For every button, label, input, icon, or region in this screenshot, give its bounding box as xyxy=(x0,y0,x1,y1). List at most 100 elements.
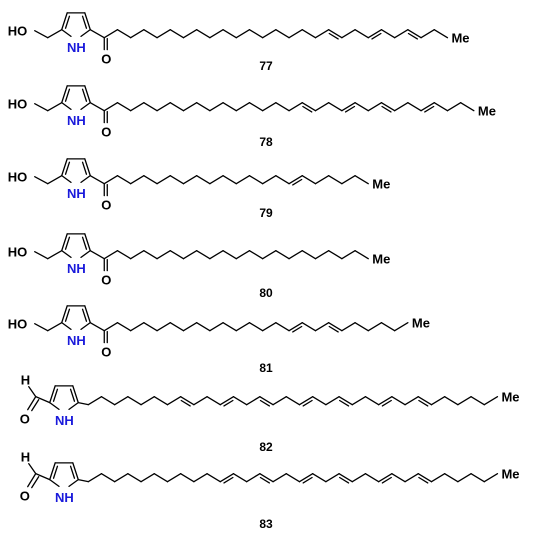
chain-bond xyxy=(444,395,459,406)
double-bond-inner xyxy=(52,388,59,402)
chain-bond xyxy=(338,472,353,483)
chain-bond xyxy=(182,101,198,112)
chain-bond xyxy=(417,395,433,406)
double-bond-inner xyxy=(180,399,191,407)
chain-bond xyxy=(288,101,303,112)
double-bond-inner xyxy=(328,325,339,333)
compound-number: 83 xyxy=(259,517,273,531)
chain-bond xyxy=(196,101,211,112)
chain-bond xyxy=(153,472,169,483)
chain-bond xyxy=(351,395,367,406)
chain-bond xyxy=(246,472,261,483)
nh-label: NH xyxy=(67,186,86,201)
chain-bond xyxy=(235,28,251,39)
chain-bond xyxy=(275,249,290,260)
o-label: O xyxy=(101,52,111,67)
ring-bond xyxy=(80,321,91,331)
chain-bond xyxy=(232,395,248,406)
chain-bond xyxy=(391,395,406,406)
ring-bond xyxy=(84,305,91,324)
chain-bond xyxy=(156,249,171,260)
ho-label: HO xyxy=(8,170,28,185)
bond xyxy=(35,395,51,404)
chain-bond xyxy=(222,101,237,112)
chain-bond xyxy=(87,472,103,483)
ring-bond xyxy=(61,321,72,331)
chain-bond xyxy=(367,101,383,112)
chain-bond xyxy=(288,174,303,185)
chain-bond xyxy=(328,28,343,39)
chain-bond xyxy=(100,472,116,483)
ring-bond xyxy=(80,249,91,259)
chain-bond xyxy=(314,321,330,332)
chain-bond xyxy=(380,321,396,332)
chain-bond xyxy=(103,321,119,332)
chain-bond xyxy=(196,174,211,185)
chain-bond xyxy=(206,472,221,483)
chain-bond xyxy=(354,174,369,185)
bond xyxy=(89,321,105,332)
h-label: H xyxy=(21,450,30,465)
chain-bond xyxy=(314,174,330,185)
chain-bond xyxy=(140,472,155,483)
compound-number: 78 xyxy=(259,135,273,149)
chain-bond xyxy=(354,101,369,112)
bond xyxy=(34,250,49,260)
chain-bond xyxy=(272,472,287,483)
compound-number: 80 xyxy=(259,286,273,300)
chain-bond xyxy=(314,28,330,39)
chain-bond xyxy=(444,472,459,483)
chain-bond xyxy=(103,28,119,39)
ring-bond xyxy=(84,158,91,177)
chain-bond xyxy=(433,101,449,112)
me-label: Me xyxy=(478,104,496,119)
chain-bond xyxy=(103,101,119,112)
chain-bond xyxy=(262,249,277,260)
bond xyxy=(27,395,37,411)
ho-label: HO xyxy=(8,97,28,112)
chain-bond xyxy=(166,472,182,483)
ring-bond xyxy=(61,233,68,252)
chain-bond xyxy=(103,174,119,185)
bond xyxy=(28,385,37,398)
chain-bond xyxy=(328,174,343,185)
double-bond-inner xyxy=(223,476,234,484)
chain-bond xyxy=(182,174,198,185)
chain-bond xyxy=(222,28,237,39)
me-label: Me xyxy=(372,252,390,267)
chain-bond xyxy=(470,472,485,483)
chain-bond xyxy=(460,101,475,112)
chain-bond xyxy=(206,395,221,406)
chain-bond xyxy=(364,472,380,483)
chain-bond xyxy=(156,101,171,112)
me-label: Me xyxy=(501,390,519,405)
ring-bond xyxy=(61,85,68,104)
chain-bond xyxy=(420,101,435,112)
bond xyxy=(89,101,105,112)
chain-bond xyxy=(275,101,290,112)
chain-bond xyxy=(169,249,185,260)
chain-bond xyxy=(143,321,158,332)
chain-bond xyxy=(143,249,158,260)
chain-bond xyxy=(457,472,472,483)
me-label: Me xyxy=(412,316,430,331)
chain-bond xyxy=(130,28,145,39)
chain-bond xyxy=(446,101,462,112)
chain-bond xyxy=(143,28,158,39)
chain-bond xyxy=(259,395,274,406)
chain-bond xyxy=(235,321,251,332)
chain-bond xyxy=(169,28,185,39)
chain-bond xyxy=(130,101,145,112)
bond xyxy=(47,174,63,185)
chain-bond xyxy=(341,101,356,112)
chain-bond xyxy=(130,321,145,332)
double-bond-inner xyxy=(259,399,271,407)
chain-bond xyxy=(341,28,356,39)
chain-bond xyxy=(367,321,383,332)
bond xyxy=(47,321,63,332)
ring-bond xyxy=(68,401,79,411)
chain-bond xyxy=(262,174,277,185)
chain-bond xyxy=(222,249,237,260)
chain-bond xyxy=(222,174,237,185)
